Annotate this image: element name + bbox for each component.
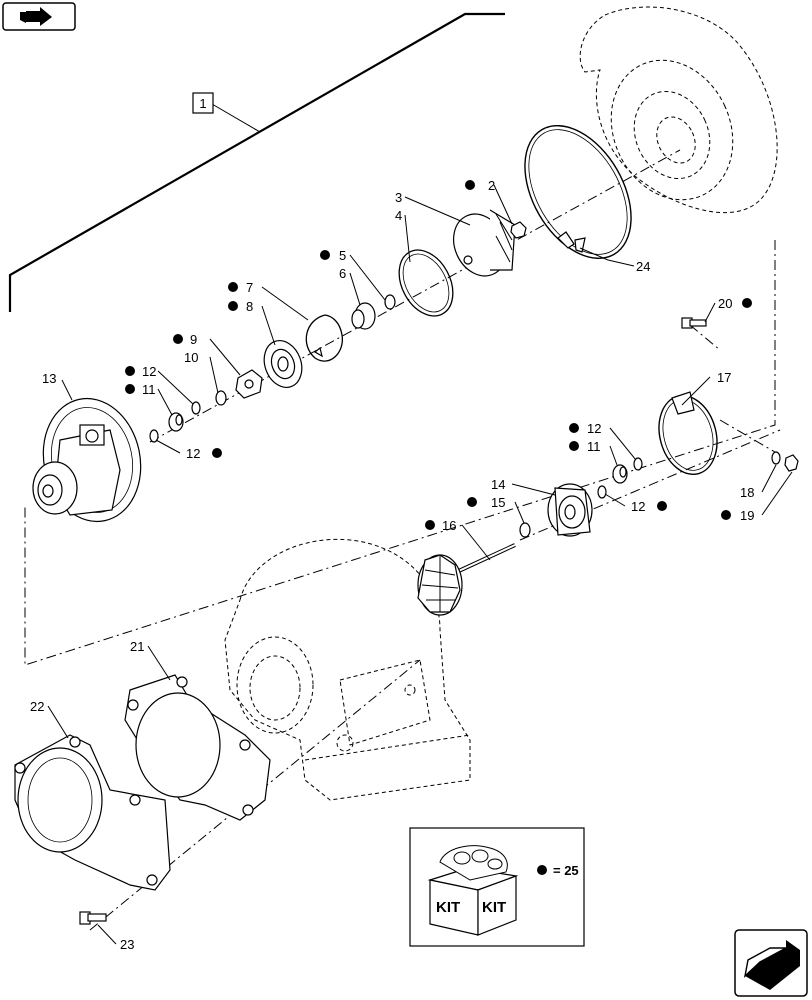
part-7-retaining-ring [305, 314, 343, 362]
kit-legend-value: = 25 [553, 863, 579, 878]
part-21-gasket [124, 674, 271, 821]
kit-label-left: KIT [436, 899, 460, 916]
callout-8: 8 [246, 299, 253, 314]
callout-6: 6 [339, 266, 346, 281]
callout-18: 18 [740, 485, 754, 500]
callout-12b: 12 [186, 446, 200, 461]
kit-legend: KIT KIT = 25 [409, 827, 585, 947]
callout-5: 5 [339, 248, 346, 263]
part-11-journal-bearing-right [612, 464, 628, 484]
part-2-nut [510, 221, 527, 239]
callout-14: 14 [491, 477, 505, 492]
callout-13: 13 [42, 371, 56, 386]
next-page-arrow-icon[interactable] [734, 929, 808, 997]
callout-9: 9 [190, 332, 197, 347]
part-22-exhaust-flange [14, 734, 171, 891]
callout-3: 3 [395, 190, 402, 205]
callout-11a: 11 [142, 382, 156, 397]
callout-24: 24 [636, 259, 650, 274]
part-16-turbine-wheel-shaft [417, 543, 516, 616]
group-bracket-1: 1 [8, 12, 505, 312]
part-6-thrust-collar [351, 302, 376, 330]
part-17-v-band-clamp [658, 391, 718, 476]
part-12-snap-ring-lower-right [597, 485, 607, 499]
part-5-piston-ring [384, 294, 396, 310]
callout-11b: 11 [587, 439, 601, 454]
callout-20: 20 [718, 296, 732, 311]
callout-16: 16 [442, 518, 456, 533]
part-15-piston-ring [519, 522, 531, 538]
part-8-seal-plate [263, 340, 303, 388]
part-20-bolt [681, 317, 707, 329]
part-23-bolt [79, 911, 107, 925]
part-24-clamp-ring [524, 125, 632, 259]
book-arrow-icon[interactable] [2, 2, 76, 31]
callout-2: 2 [488, 178, 495, 193]
leader-lines [47, 184, 793, 945]
kit-bullets [125, 180, 752, 530]
callout-12c: 12 [587, 421, 601, 436]
part-12-snap-ring-lower-left [149, 429, 159, 443]
turbine-housing-ghost [224, 538, 471, 801]
callout-23: 23 [120, 937, 134, 952]
callout-12d: 12 [631, 499, 645, 514]
part-19-nut [784, 454, 799, 472]
part-4-o-ring [398, 249, 454, 317]
callout-labels: 2 3 4 5 6 7 8 9 10 12 11 13 12 12 11 12 … [30, 178, 754, 952]
callout-4: 4 [395, 208, 402, 223]
part-13-bearing-housing [32, 397, 142, 523]
callout-21: 21 [130, 639, 144, 654]
part-3-compressor-wheel [453, 209, 516, 277]
callout-12a: 12 [142, 364, 156, 379]
label-1: 1 [199, 96, 206, 111]
kit-label-right: KIT [482, 899, 506, 916]
part-14-oil-deflector [547, 483, 593, 537]
callout-17: 17 [717, 370, 731, 385]
callout-15: 15 [491, 495, 505, 510]
part-12-snap-ring-upper-right [633, 457, 643, 471]
part-10-spacer [215, 390, 227, 406]
part-9-thrust-bearing [235, 369, 263, 399]
part-12-snap-ring-upper-left [191, 401, 201, 415]
part-18-washer [771, 451, 781, 465]
callout-19: 19 [740, 508, 754, 523]
callout-10: 10 [184, 350, 198, 365]
callout-7: 7 [246, 280, 253, 295]
callout-22: 22 [30, 699, 44, 714]
part-11-journal-bearing-left [168, 412, 184, 432]
compressor-housing-ghost [579, 6, 778, 214]
kit-box-icon: KIT KIT [427, 845, 519, 936]
